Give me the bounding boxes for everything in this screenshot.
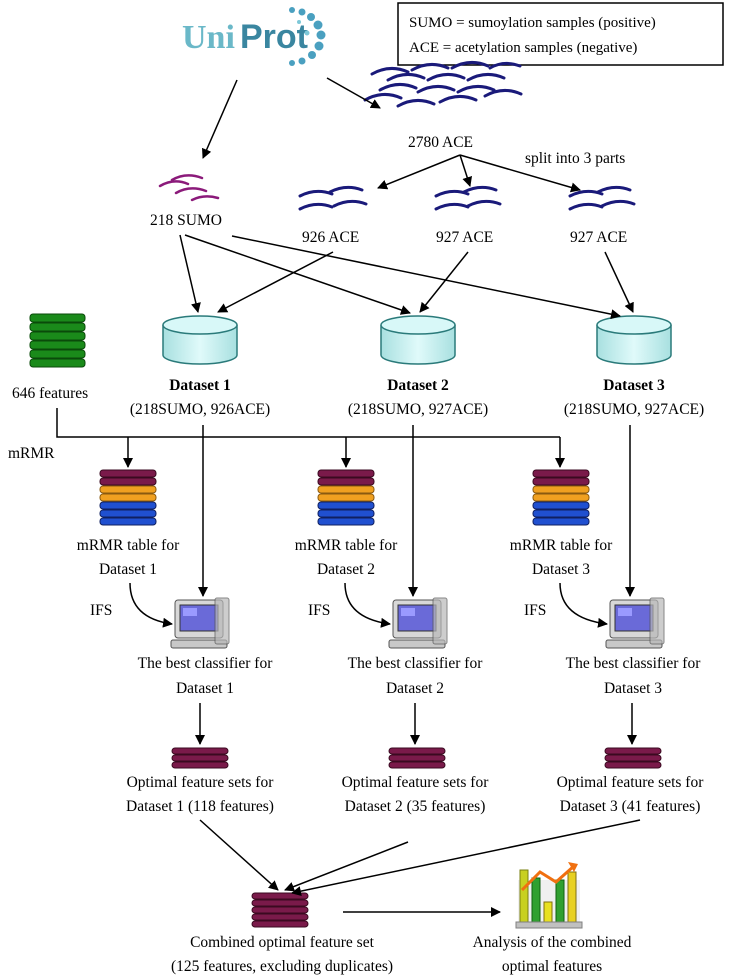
classifier3-label-line2: Dataset 3	[604, 680, 662, 697]
mrmr-table3-label-line2: Dataset 3	[532, 561, 590, 578]
arrow-sumo-to-ds3	[231, 235, 621, 320]
ace-total-strands-icon	[363, 61, 523, 108]
classifier3-label-line1: The best classifier for	[566, 655, 702, 672]
dataset1-title: Dataset 1	[169, 377, 231, 394]
classifier2-label-line2: Dataset 2	[386, 680, 444, 697]
sumo-strands-icon	[158, 174, 220, 202]
optimal2-stack-icon	[388, 747, 446, 769]
classifier1-label-line2: Dataset 1	[176, 680, 234, 697]
features-label: 646 features	[12, 385, 88, 402]
analysis-chart-icon	[515, 862, 583, 929]
dataset2-detail: (218SUMO, 927ACE)	[348, 401, 488, 418]
sumo-label: 218 SUMO	[150, 212, 222, 229]
mrmr-table1-label-line1: mRMR table for	[77, 537, 180, 554]
arrow-part3-to-ds3	[604, 251, 634, 313]
optimal1-label-line2: Dataset 1 (118 features)	[126, 798, 274, 815]
connectors	[56, 77, 641, 917]
arrow-ace-to-part2	[459, 154, 472, 187]
logo-text-uni: Uni	[182, 19, 235, 56]
arrow-ifs1	[129, 582, 173, 628]
classifier2-computer-icon	[388, 597, 448, 649]
mrmr-bus-line	[56, 408, 560, 438]
classifier1-computer-icon	[170, 597, 230, 649]
mrmr-label: mRMR	[8, 445, 55, 462]
ifs1-label: IFS	[90, 602, 112, 619]
dataset3-title: Dataset 3	[603, 377, 665, 394]
ifs2-label: IFS	[308, 602, 330, 619]
ace-part3-label: 927 ACE	[570, 229, 627, 246]
mrmr-table2-label-line1: mRMR table for	[295, 537, 398, 554]
arrow-optimal2-to-combined	[284, 841, 409, 892]
combined-label-line1: Combined optimal feature set	[190, 934, 374, 951]
optimal3-label-line2: Dataset 3 (41 features)	[560, 798, 701, 815]
features-stack-icon	[29, 313, 86, 368]
uniprot-logo: Uni Prot	[182, 7, 326, 66]
optimal3-label-line1: Optimal feature sets for	[557, 774, 705, 791]
legend-box: SUMO = sumoylation samples (positive) AC…	[397, 2, 724, 66]
analysis-label-line2: optimal features	[502, 958, 602, 975]
optimal1-stack-icon	[171, 747, 229, 769]
optimal2-label-line1: Optimal feature sets for	[342, 774, 490, 791]
optimal3-stack-icon	[604, 747, 662, 769]
ifs3-label: IFS	[524, 602, 546, 619]
arrow-optimal3-to-combined	[291, 819, 641, 897]
arrow-part1-to-ds1	[217, 251, 334, 313]
ace-total-label: 2780 ACE	[408, 134, 473, 151]
ace-part2-strands-icon	[434, 185, 502, 211]
arrow-sumo-to-ds1	[179, 234, 201, 313]
mrmr-table2-stack-icon	[317, 469, 375, 526]
arrow-ace-to-part1	[377, 154, 461, 190]
dataset2-title: Dataset 2	[387, 377, 449, 394]
arrow-sumo-to-ds2	[184, 234, 411, 315]
mrmr-table2-label-line2: Dataset 2	[317, 561, 375, 578]
mrmr-table3-label-line1: mRMR table for	[510, 537, 613, 554]
logo-dots-icon	[289, 7, 326, 66]
mrmr-table1-stack-icon	[99, 469, 157, 526]
ace-part1-label: 926 ACE	[302, 229, 359, 246]
legend-sumo: SUMO = sumoylation samples (positive)	[409, 15, 656, 31]
ace-part1-strands-icon	[298, 185, 368, 211]
classifier1-label-line1: The best classifier for	[138, 655, 274, 672]
split-note: split into 3 parts	[525, 150, 625, 167]
combined-stack-icon	[251, 892, 309, 928]
arrow-logo-to-sumo	[202, 79, 238, 159]
mrmr-table3-stack-icon	[532, 469, 590, 526]
dataset1-cylinder-icon	[162, 315, 238, 365]
combined-label-line2: (125 features, excluding duplicates)	[171, 958, 393, 975]
legend-ace: ACE = acetylation samples (negative)	[409, 40, 637, 56]
classifier3-computer-icon	[605, 597, 665, 649]
arrow-logo-to-ace	[326, 77, 381, 109]
dataset3-cylinder-icon	[596, 315, 672, 365]
ace-part2-label: 927 ACE	[436, 229, 493, 246]
classifier2-label-line1: The best classifier for	[348, 655, 484, 672]
arrow-ifs3	[559, 582, 608, 628]
optimal1-label-line1: Optimal feature sets for	[127, 774, 275, 791]
ace-part3-strands-icon	[568, 185, 636, 211]
analysis-label-line1: Analysis of the combined	[473, 934, 632, 951]
arrow-ifs2	[344, 582, 391, 628]
optimal2-label-line2: Dataset 2 (35 features)	[345, 798, 486, 815]
arrow-part2-to-ds2	[419, 251, 469, 313]
dataset1-detail: (218SUMO, 926ACE)	[130, 401, 270, 418]
logo-text-prot: Prot	[240, 18, 308, 56]
dataset3-detail: (218SUMO, 927ACE)	[564, 401, 704, 418]
arrow-ace-to-part3	[459, 154, 581, 193]
arrow-optimal1-to-combined	[199, 819, 279, 891]
mrmr-table1-label-line2: Dataset 1	[99, 561, 157, 578]
dataset2-cylinder-icon	[380, 315, 456, 365]
